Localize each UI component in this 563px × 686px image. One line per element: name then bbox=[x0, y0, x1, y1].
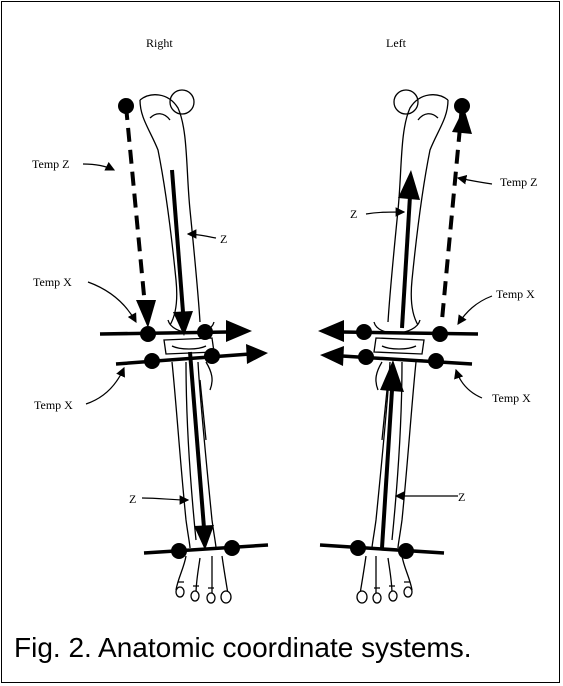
left-z-tibia-axis bbox=[382, 390, 392, 548]
left-leg-skeleton bbox=[318, 90, 492, 603]
right-temp-z-axis bbox=[126, 106, 145, 306]
left-z-tibia-arrowhead bbox=[380, 360, 404, 392]
left-z-tibia-label: Z bbox=[458, 490, 465, 504]
left-fibular-head bbox=[428, 353, 444, 369]
left-femur bbox=[388, 90, 448, 325]
left-temp-x-lower-label: Temp X bbox=[492, 391, 531, 405]
left-z-femur-axis bbox=[402, 196, 410, 328]
left-lateral-malleolus bbox=[398, 543, 414, 559]
left-temp-x-lower-arrowhead bbox=[320, 346, 344, 366]
right-temp-x-lower-leader bbox=[86, 368, 124, 404]
right-temp-x-lower-axis bbox=[116, 354, 250, 364]
right-temp-x-lower-arrowhead bbox=[246, 344, 268, 364]
right-femur bbox=[140, 90, 200, 325]
right-leg-skeleton bbox=[83, 90, 268, 603]
left-temp-z-axis bbox=[442, 106, 462, 320]
right-temp-x-upper-leader bbox=[88, 282, 136, 322]
left-medial-tibial-condyle bbox=[358, 349, 374, 365]
left-temp-x-lower-leader bbox=[456, 370, 482, 398]
right-z-tibia-label: Z bbox=[129, 492, 136, 506]
right-medial-tibial-condyle bbox=[204, 348, 220, 364]
right-z-tibia-arrowhead bbox=[194, 525, 214, 550]
right-lateral-malleolus bbox=[171, 543, 187, 559]
right-temp-z-label: Temp Z bbox=[32, 157, 69, 171]
left-temp-z-label: Temp Z bbox=[500, 175, 537, 189]
right-foot bbox=[176, 556, 231, 603]
right-temp-z-arrowhead bbox=[136, 300, 156, 328]
right-z-femur-label: Z bbox=[220, 232, 227, 246]
right-temp-z-leader bbox=[83, 164, 114, 170]
right-z-femur-axis bbox=[172, 170, 183, 312]
left-heading: Left bbox=[386, 36, 407, 50]
left-medial-malleolus bbox=[350, 540, 366, 556]
left-lateral-epicondyle bbox=[432, 326, 448, 342]
right-medial-epicondyle bbox=[197, 324, 213, 340]
figure-caption: Fig. 2. Anatomic coordinate systems. bbox=[14, 632, 472, 664]
right-temp-x-upper-arrowhead bbox=[226, 320, 252, 342]
right-hip-landmark bbox=[118, 98, 134, 114]
left-foot bbox=[357, 556, 412, 603]
right-fibular-head bbox=[144, 353, 160, 369]
left-temp-z-leader bbox=[458, 178, 492, 184]
left-z-femur-arrowhead bbox=[398, 170, 420, 200]
left-temp-x-upper-arrowhead bbox=[318, 320, 344, 342]
left-temp-x-upper-label: Temp X bbox=[496, 287, 535, 301]
left-temp-x-upper-leader bbox=[458, 296, 492, 324]
right-temp-x-upper-label: Temp X bbox=[33, 275, 72, 289]
right-lateral-epicondyle bbox=[140, 326, 156, 342]
right-medial-malleolus bbox=[224, 540, 240, 556]
right-z-tibia-leader bbox=[142, 498, 188, 500]
left-medial-epicondyle bbox=[356, 324, 372, 340]
left-knee bbox=[373, 320, 424, 360]
left-z-femur-label: Z bbox=[350, 207, 357, 221]
right-heading: Right bbox=[146, 36, 173, 50]
left-hip-landmark bbox=[454, 98, 470, 114]
right-temp-x-lower-label: Temp X bbox=[34, 398, 73, 412]
